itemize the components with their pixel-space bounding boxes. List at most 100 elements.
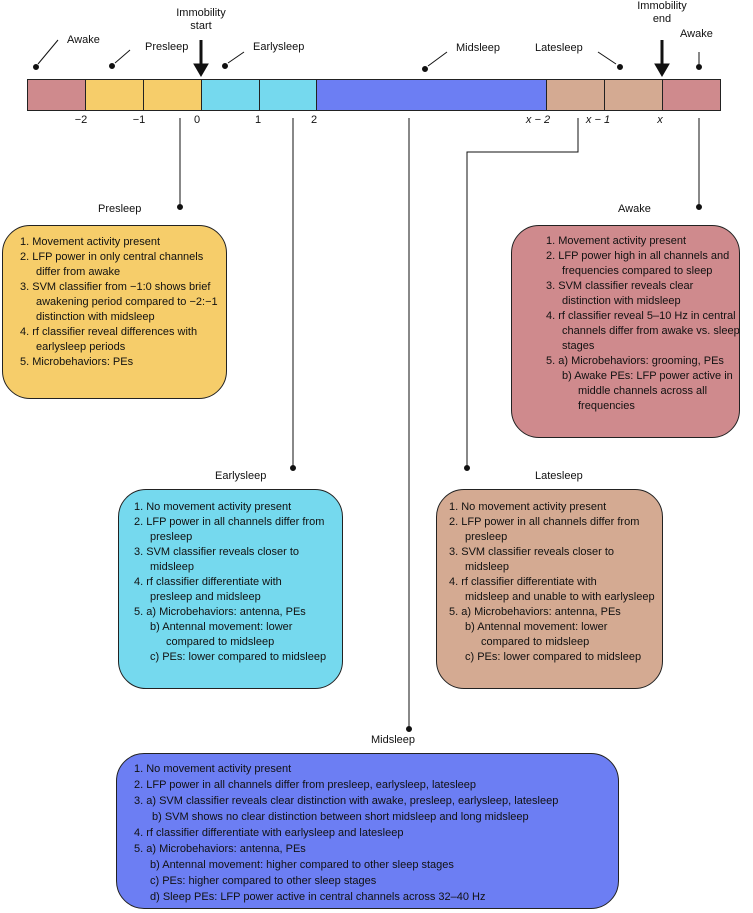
midsleep-label: Midsleep bbox=[456, 42, 501, 54]
segment-presleep-2 bbox=[143, 79, 202, 111]
latesleep-pointer bbox=[597, 51, 617, 65]
panel-item: frequencies compared to sleep bbox=[562, 265, 713, 277]
midsleep-panel: 1. No movement activity present 2. LFP p… bbox=[116, 753, 619, 909]
panel-item: 5. a) Microbehaviors: antenna, PEs bbox=[134, 606, 306, 618]
panel-item: channels differ from awake vs. sleep bbox=[562, 325, 740, 337]
earlysleep-label: Earlysleep bbox=[253, 41, 305, 53]
midsleep-pointer bbox=[427, 51, 448, 67]
panel-item: presleep and midsleep bbox=[150, 591, 261, 603]
tick-label: 1 bbox=[254, 114, 262, 126]
latesleep-panel-title: Latesleep bbox=[535, 470, 583, 482]
tick-label: 0 bbox=[193, 114, 201, 126]
panel-item: c) PEs: lower compared to midsleep bbox=[150, 651, 327, 663]
panel-item: 3. SVM classifier reveals closer to bbox=[449, 546, 615, 558]
panel-item: presleep bbox=[465, 531, 508, 543]
segment-midsleep bbox=[316, 79, 547, 111]
immobility-start-arrow bbox=[193, 63, 209, 77]
panel-item: compared to midsleep bbox=[166, 636, 275, 648]
panel-item: 5. Microbehaviors: PEs bbox=[20, 356, 134, 368]
panel-item: awakening period compared to −2:−1 bbox=[36, 296, 218, 308]
panel-item: 2. LFP power in all channels differ from… bbox=[134, 779, 477, 791]
panel-item: b) Antennal movement: higher compared to… bbox=[150, 859, 454, 871]
segment-earlysleep-2 bbox=[259, 79, 317, 111]
panel-item: midsleep bbox=[150, 561, 195, 573]
tick-label: x − 1 bbox=[585, 114, 611, 126]
segment-latesleep-1 bbox=[546, 79, 605, 111]
panel-item: 1. No movement activity present bbox=[134, 501, 292, 513]
tick-label: −1 bbox=[132, 114, 146, 126]
panel-item: c) PEs: lower compared to midsleep bbox=[465, 651, 642, 663]
earlysleep-panel-title: Earlysleep bbox=[215, 470, 267, 482]
tick-label: −2 bbox=[74, 114, 88, 126]
segment-awake-left bbox=[27, 79, 86, 111]
presleep-pointer bbox=[114, 49, 131, 64]
panel-item: b) Antennal movement: lower bbox=[465, 621, 608, 633]
panel-item: 5. a) Microbehaviors: antenna, PEs bbox=[134, 843, 306, 855]
panel-item: distinction with midsleep bbox=[562, 295, 681, 307]
immobility-end-line1: Immobility bbox=[637, 0, 687, 12]
panel-item: distinction with midsleep bbox=[36, 311, 155, 323]
segment-latesleep-2 bbox=[604, 79, 663, 111]
panel-item: 4. rf classifier differentiate with bbox=[449, 576, 597, 588]
panel-item: 4. rf classifier differentiate with earl… bbox=[134, 827, 404, 839]
presleep-label: Presleep bbox=[145, 41, 189, 53]
immobility-start-line2: start bbox=[190, 20, 212, 32]
latesleep-label: Latesleep bbox=[535, 42, 583, 54]
panel-item: 1. No movement activity present bbox=[449, 501, 607, 513]
tick-label: x bbox=[657, 114, 663, 126]
panel-item: 1. Movement activity present bbox=[546, 235, 687, 247]
segment-presleep-1 bbox=[85, 79, 144, 111]
panel-item: 5. a) Microbehaviors: antenna, PEs bbox=[449, 606, 621, 618]
panel-item: 3. SVM classifier from −1:0 shows brief bbox=[20, 281, 211, 293]
panel-item: frequencies bbox=[578, 400, 635, 412]
panel-item: 5. a) Microbehaviors: grooming, PEs bbox=[546, 355, 724, 367]
immobility-end-arrow bbox=[654, 63, 670, 77]
panel-item: 4. rf classifier reveal 5–10 Hz in centr… bbox=[546, 310, 736, 322]
panel-item: 2. LFP power high in all channels and bbox=[546, 250, 730, 262]
latesleep-panel: 1. No movement activity present 2. LFP p… bbox=[436, 489, 663, 689]
awake-right-label: Awake bbox=[680, 28, 713, 40]
panel-item: differ from awake bbox=[36, 266, 121, 278]
latesleep-leader bbox=[466, 118, 579, 466]
panel-item: stages bbox=[562, 340, 595, 352]
panel-item: b) SVM shows no clear distinction betwee… bbox=[152, 811, 529, 823]
panel-item: d) Sleep PEs: LFP power active in centra… bbox=[150, 891, 486, 903]
panel-item: middle channels across all bbox=[578, 385, 708, 397]
panel-item: earlysleep periods bbox=[36, 341, 126, 353]
earlysleep-pointer bbox=[227, 51, 245, 64]
panel-item: c) PEs: higher compared to other sleep s… bbox=[150, 875, 377, 887]
panel-item: 1. Movement activity present bbox=[20, 236, 161, 248]
panel-item: presleep bbox=[150, 531, 193, 543]
earlysleep-panel: 1. No movement activity present 2. LFP p… bbox=[118, 489, 343, 689]
panel-item: 1. No movement activity present bbox=[134, 763, 292, 775]
segment-earlysleep-1 bbox=[201, 79, 260, 111]
panel-item: 3. SVM classifier reveals closer to bbox=[134, 546, 300, 558]
panel-item: 4. rf classifier differentiate with bbox=[134, 576, 282, 588]
panel-item: midsleep bbox=[465, 561, 510, 573]
panel-item: 2. LFP power in only central channels bbox=[20, 251, 204, 263]
immobility-end-label: Immobility end bbox=[633, 0, 691, 26]
panel-item: 2. LFP power in all channels differ from bbox=[449, 516, 640, 528]
midsleep-panel-title: Midsleep bbox=[371, 734, 416, 746]
panel-item: 2. LFP power in all channels differ from bbox=[134, 516, 325, 528]
presleep-panel: 1. Movement activity present 2. LFP powe… bbox=[2, 225, 227, 399]
panel-item: b) Awake PEs: LFP power active in bbox=[562, 370, 733, 382]
panel-item: 4. rf classifier reveal differences with bbox=[20, 326, 198, 338]
awake-left-pointer bbox=[37, 39, 59, 65]
panel-item: midsleep and unable to with earlysleep bbox=[465, 591, 655, 603]
tick-label: 2 bbox=[310, 114, 318, 126]
immobility-end-line2: end bbox=[652, 13, 672, 25]
panel-item: 3. SVM classifier reveals clear bbox=[546, 280, 694, 292]
immobility-start-label: Immobility start bbox=[172, 7, 230, 33]
awake-panel-title: Awake bbox=[618, 203, 651, 215]
awake-left-label: Awake bbox=[67, 34, 100, 46]
immobility-start-line1: Immobility bbox=[176, 7, 226, 19]
tick-label: x − 2 bbox=[525, 114, 551, 126]
awake-panel: 1. Movement activity present 2. LFP powe… bbox=[511, 225, 740, 438]
segment-awake-right bbox=[662, 79, 721, 111]
panel-item: compared to midsleep bbox=[481, 636, 590, 648]
panel-item: b) Antennal movement: lower bbox=[150, 621, 293, 633]
presleep-panel-title: Presleep bbox=[98, 203, 142, 215]
panel-item: 3. a) SVM classifier reveals clear disti… bbox=[134, 795, 559, 807]
